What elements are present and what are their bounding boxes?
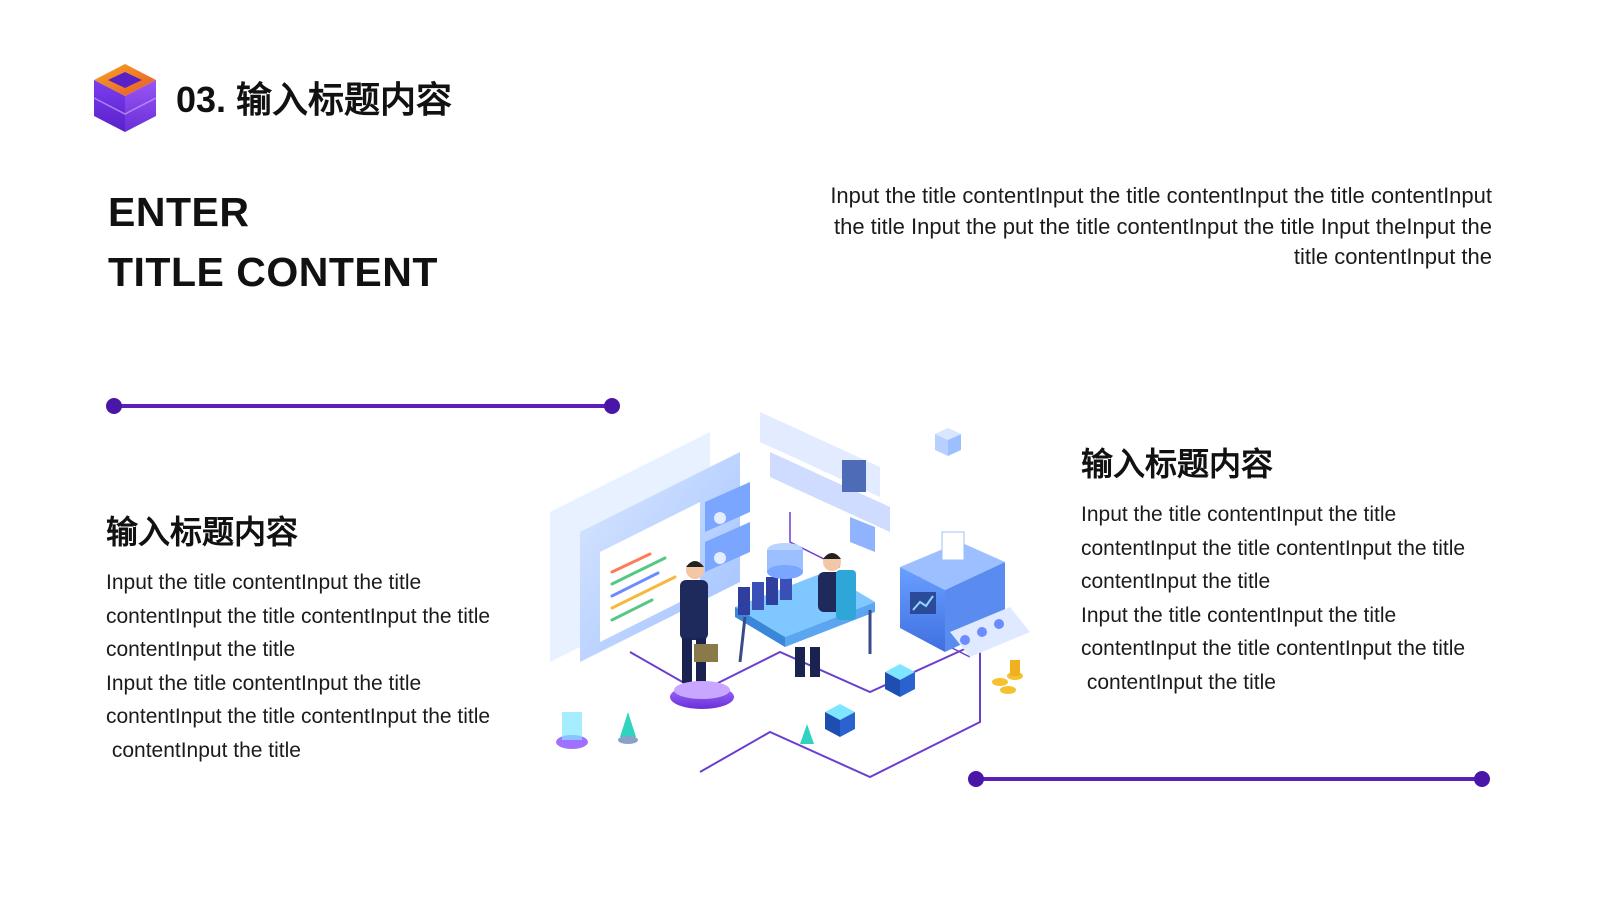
left-divider xyxy=(106,398,620,414)
divider-dot xyxy=(106,398,122,414)
right-divider xyxy=(968,771,1490,787)
body-line: contentInput the title xyxy=(106,638,296,662)
divider-dot xyxy=(968,771,984,787)
section-title: 输入标题内容 xyxy=(236,79,456,120)
isometric-office-illustration xyxy=(550,412,1030,779)
divider-dot xyxy=(604,398,620,414)
right-section-body: Input the title contentInput the title c… xyxy=(1081,498,1465,700)
body-line: contentInput the title xyxy=(106,738,301,762)
page-title: 03.输入标题内容 xyxy=(176,78,456,122)
intro-line: title contentInput the xyxy=(1293,244,1492,269)
intro-paragraph: Input the title contentInput the title c… xyxy=(770,181,1492,273)
body-line: contentInput the title contentInput the … xyxy=(106,705,491,729)
purple-cube-icon xyxy=(93,64,157,132)
right-section-heading: 输入标题内容 xyxy=(1081,446,1274,482)
body-line: Input the title contentInput the title xyxy=(106,671,422,695)
body-line: Input the title contentInput the title xyxy=(1081,503,1397,526)
left-section-heading: 输入标题内容 xyxy=(106,514,299,550)
divider-dot xyxy=(1474,771,1490,787)
body-line: contentInput the title xyxy=(1081,570,1271,594)
main-heading: ENTER TITLE CONTENT xyxy=(108,182,438,302)
intro-line: the title Input the put the title conten… xyxy=(833,213,1492,239)
section-number: 03. xyxy=(176,79,227,120)
body-line: Input the title contentInput the title xyxy=(106,571,422,594)
intro-line: Input the title contentInput the title c… xyxy=(830,183,1492,208)
main-heading-line-2: TITLE CONTENT xyxy=(108,249,438,295)
body-line: Input the title contentInput the title xyxy=(1081,603,1397,627)
body-line: contentInput the title contentInput the … xyxy=(1081,637,1466,661)
body-line: contentInput the title contentInput the … xyxy=(1081,536,1466,560)
body-line: contentInput the title contentInput the … xyxy=(106,604,491,628)
main-heading-line-1: ENTER xyxy=(108,189,250,235)
body-line: contentInput the title xyxy=(1081,670,1276,694)
left-section-body: Input the title contentInput the title c… xyxy=(106,566,490,768)
